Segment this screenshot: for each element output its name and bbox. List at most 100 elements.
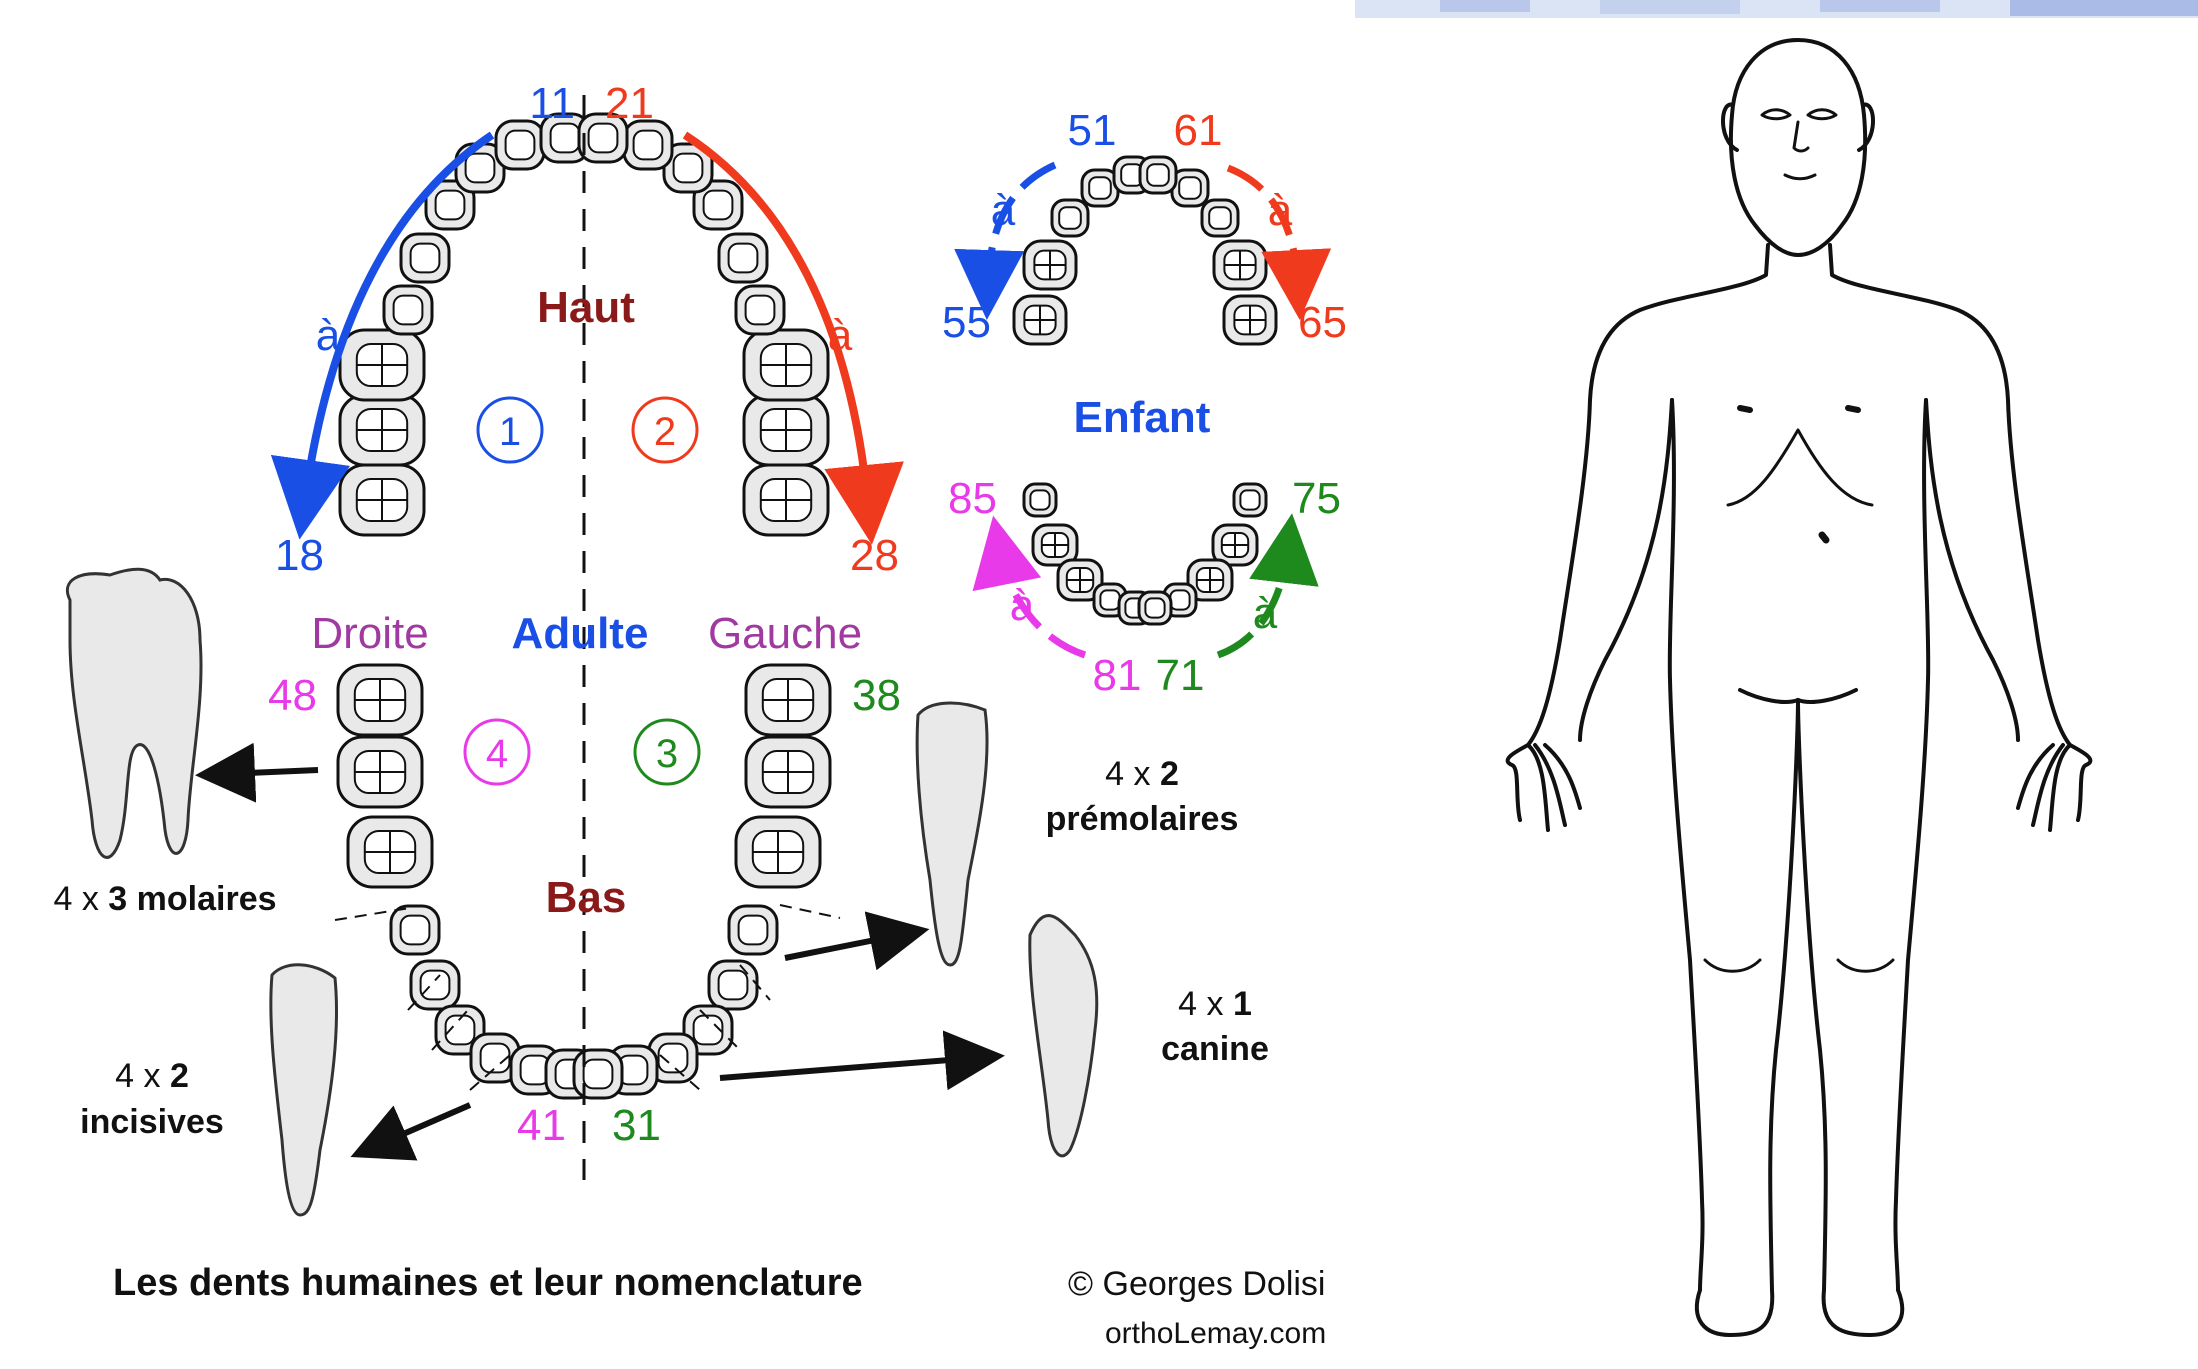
source: orthoLemay.com bbox=[1105, 1317, 1326, 1350]
nose bbox=[1794, 122, 1808, 151]
child-upper-left-2 bbox=[1214, 241, 1266, 289]
head bbox=[1731, 40, 1865, 255]
a-label-red: à bbox=[828, 311, 853, 360]
lower-right-tooth-5 bbox=[411, 961, 459, 1009]
mouth bbox=[1785, 175, 1815, 179]
label-premolaires-count: 4 x 2 bbox=[1105, 755, 1179, 793]
groin-left bbox=[1740, 690, 1798, 702]
svg-text:1: 1 bbox=[499, 410, 521, 454]
child-upper-right-3 bbox=[1052, 200, 1088, 236]
child-lower-arch bbox=[1024, 484, 1266, 624]
arrow-to-molar bbox=[225, 770, 318, 774]
child-a-magenta: à bbox=[1010, 581, 1035, 630]
right-hand bbox=[2018, 745, 2090, 830]
chest-line bbox=[1728, 430, 1872, 505]
tooth-number-65: 65 bbox=[1298, 298, 1347, 347]
label-enfant: Enfant bbox=[1074, 393, 1211, 442]
right-eye bbox=[1808, 110, 1836, 119]
child-upper-arch bbox=[1014, 157, 1276, 344]
upper-right-tooth-3 bbox=[340, 330, 424, 400]
crotch bbox=[1770, 700, 1798, 1290]
tooth-number-51: 51 bbox=[1068, 106, 1117, 155]
child-upper-right-2 bbox=[1024, 241, 1076, 289]
lower-right-tooth-2 bbox=[338, 737, 422, 807]
arrow-to-canine bbox=[720, 1058, 975, 1078]
torso-right bbox=[1830, 245, 2070, 745]
premolar-illustration bbox=[917, 703, 987, 965]
left-inner-arm bbox=[1580, 400, 1672, 740]
upper-left-tooth-2 bbox=[744, 395, 828, 465]
child-upper-left-5 bbox=[1140, 157, 1176, 193]
quadrant-1: 1 bbox=[478, 398, 542, 462]
tooth-number-55: 55 bbox=[942, 298, 991, 347]
left-nipple bbox=[1740, 408, 1750, 410]
quadrant-3: 3 bbox=[635, 720, 699, 784]
right-inner-arm bbox=[1926, 400, 2018, 740]
torso-left bbox=[1528, 245, 1768, 745]
lower-right-tooth-3 bbox=[348, 817, 432, 887]
incisor-illustration bbox=[271, 965, 337, 1215]
lower-left-tooth-1 bbox=[746, 665, 830, 735]
tooth-number-18: 18 bbox=[275, 531, 324, 580]
tooth-number-48: 48 bbox=[268, 671, 317, 720]
tooth-number-11: 11 bbox=[529, 79, 575, 128]
right-nipple bbox=[1848, 408, 1858, 410]
canine-illustration bbox=[1030, 916, 1097, 1156]
child-a-green: à bbox=[1253, 589, 1278, 638]
tooth-number-31: 31 bbox=[612, 1101, 661, 1150]
label-incisives-count: 4 x 2 bbox=[115, 1057, 189, 1095]
groin-right bbox=[1798, 690, 1856, 702]
upper-right-tooth-5 bbox=[401, 234, 449, 282]
upper-left-tooth-3 bbox=[744, 330, 828, 400]
upper-right-tooth-8 bbox=[496, 121, 544, 169]
lower-left-tooth-2 bbox=[746, 737, 830, 807]
tooth-number-38: 38 bbox=[852, 671, 901, 720]
label-incisives-name: incisives bbox=[80, 1103, 224, 1141]
quadrant-4: 4 bbox=[465, 720, 529, 784]
tooth-number-75: 75 bbox=[1292, 474, 1341, 523]
upper-left-tooth-5 bbox=[719, 234, 767, 282]
tooth-number-21: 21 bbox=[605, 79, 654, 128]
right-foot bbox=[1824, 1290, 1903, 1335]
child-upper-left-3 bbox=[1202, 200, 1238, 236]
label-premolaires-name: prémolaires bbox=[1046, 800, 1239, 838]
quadrant-2: 2 bbox=[633, 398, 697, 462]
label-molaires: 4 x 3 molaires bbox=[53, 880, 276, 918]
label-bas: Bas bbox=[546, 873, 627, 922]
navel bbox=[1822, 535, 1826, 540]
child-lower-left-5 bbox=[1139, 592, 1171, 624]
label-droite: Droite bbox=[311, 609, 428, 658]
lower-right-tooth-1 bbox=[338, 665, 422, 735]
upper-left-tooth-8 bbox=[624, 121, 672, 169]
upper-right-tooth-1 bbox=[340, 465, 424, 535]
tooth-number-85: 85 bbox=[948, 474, 997, 523]
tooth-number-81: 81 bbox=[1093, 651, 1142, 700]
caption: Les dents humaines et leur nomenclature bbox=[113, 1262, 863, 1304]
label-canine-count: 4 x 1 bbox=[1178, 985, 1252, 1023]
right-knee bbox=[1838, 960, 1893, 971]
left-foot bbox=[1697, 1290, 1772, 1335]
arrow-to-premolar bbox=[785, 935, 900, 958]
child-upper-right-1 bbox=[1014, 296, 1066, 344]
lower-left-tooth-5 bbox=[709, 961, 757, 1009]
right-hip bbox=[1895, 400, 1928, 1290]
human-body-outline bbox=[1508, 40, 2091, 1335]
upper-left-tooth-4 bbox=[736, 286, 784, 334]
child-lower-right-1 bbox=[1024, 484, 1056, 516]
molar-illustration bbox=[67, 569, 201, 857]
left-hand bbox=[1508, 745, 1580, 830]
child-upper-left-1 bbox=[1224, 296, 1276, 344]
label-haut: Haut bbox=[537, 283, 635, 332]
lower-left-tooth-9 bbox=[574, 1050, 622, 1098]
tooth-number-28: 28 bbox=[850, 531, 899, 580]
tooth-number-41: 41 bbox=[517, 1101, 566, 1150]
label-gauche: Gauche bbox=[708, 609, 862, 658]
credit: © Georges Dolisi bbox=[1068, 1265, 1325, 1303]
lower-left-tooth-3 bbox=[736, 817, 820, 887]
tooth-number-71: 71 bbox=[1156, 651, 1205, 700]
crotch-right bbox=[1798, 700, 1826, 1290]
tooth-number-61: 61 bbox=[1174, 106, 1223, 155]
lower-right-tooth-4 bbox=[391, 906, 439, 954]
